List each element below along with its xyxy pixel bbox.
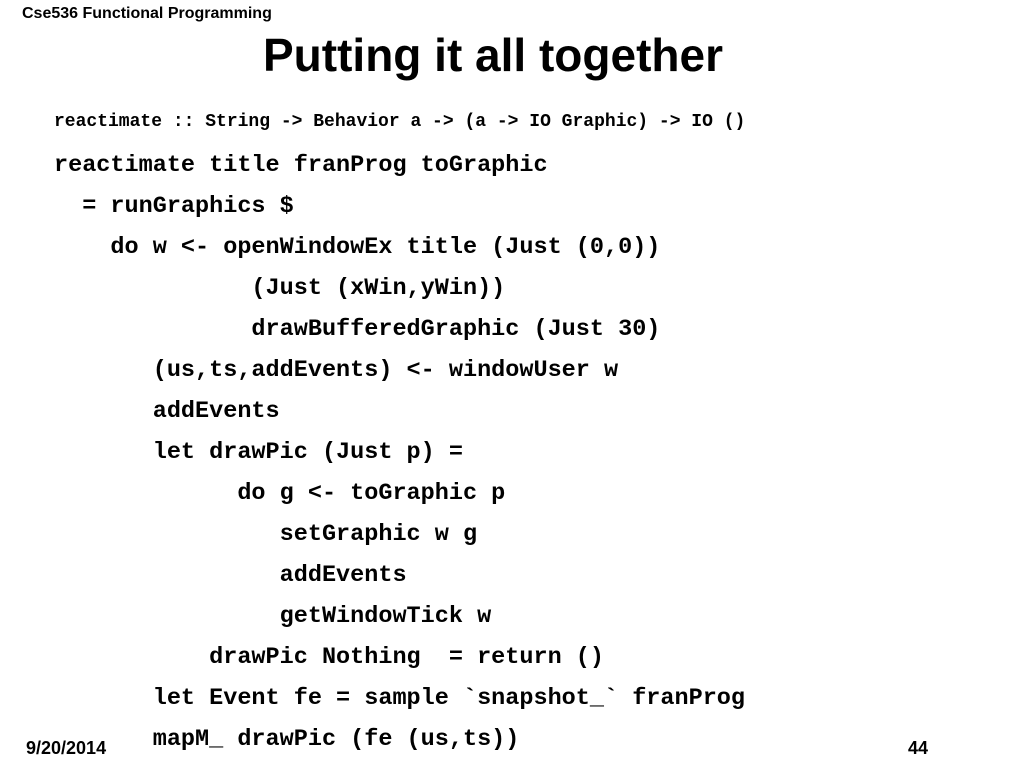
code-line: do w <- openWindowEx title (Just (0,0)) [54, 234, 661, 261]
code-line: addEvents [54, 562, 407, 589]
page-number: 44 [908, 738, 929, 758]
code-line: (us,ts,addEvents) <- windowUser w [54, 357, 619, 384]
slide-title: Putting it all together [263, 29, 723, 81]
code-line: let Event fe = sample `snapshot_` franPr… [54, 685, 746, 712]
code-line: do g <- toGraphic p [54, 480, 506, 507]
code-line: addEvents [54, 398, 280, 425]
type-signature: reactimate :: String -> Behavior a -> (a… [54, 112, 746, 132]
code-line: = runGraphics $ [54, 193, 294, 220]
code-line: getWindowTick w [54, 603, 492, 630]
footer-date: 9/20/2014 [26, 738, 107, 758]
code-line: drawPic Nothing = return () [54, 644, 604, 671]
code-line: setGraphic w g [54, 521, 478, 548]
code-line: reactimate title franProg toGraphic [54, 152, 548, 179]
code-line: (Just (xWin,yWin)) [54, 275, 506, 302]
code-line: let drawPic (Just p) = [54, 439, 463, 466]
course-header: Cse536 Functional Programming [22, 5, 272, 22]
code-line: mapM_ drawPic (fe (us,ts)) [54, 726, 520, 753]
code-block: reactimate title franProg toGraphic = ru… [54, 145, 745, 760]
code-line: drawBufferedGraphic (Just 30) [54, 316, 661, 343]
